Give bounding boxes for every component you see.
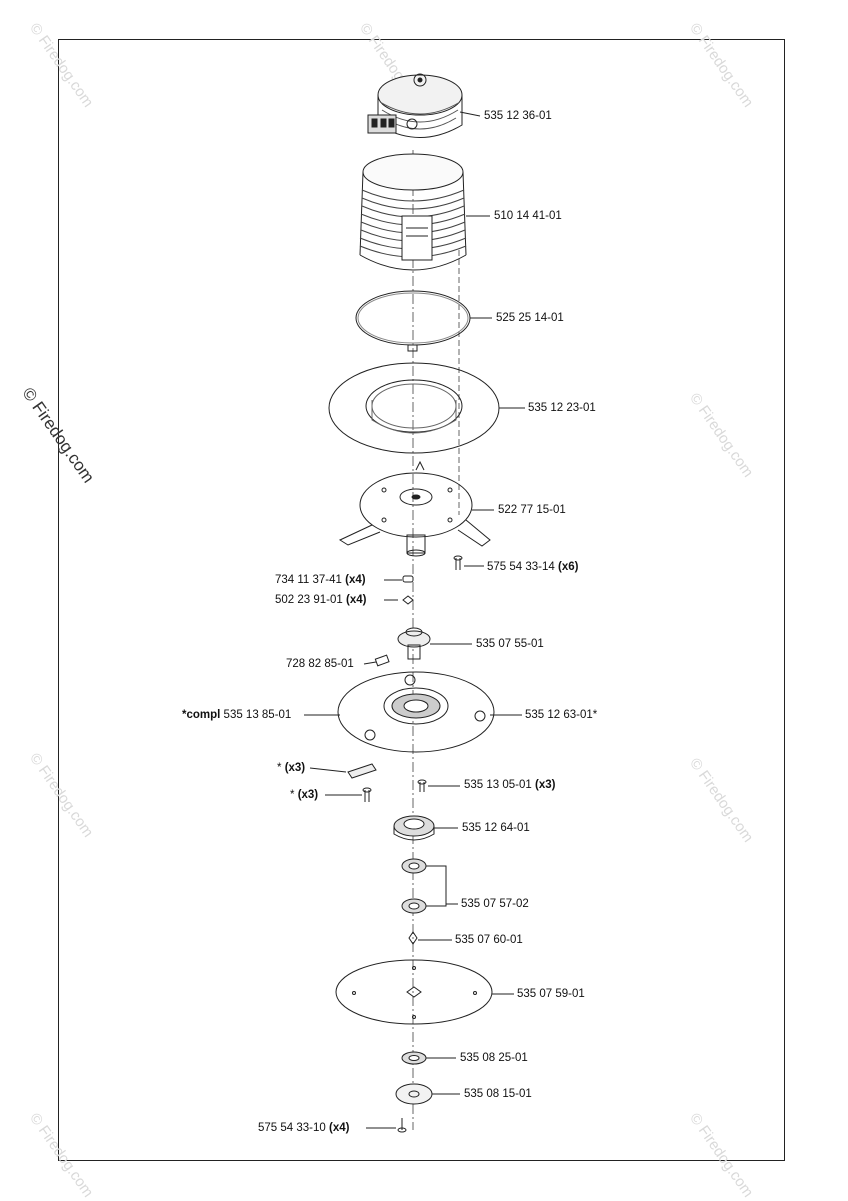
- nut-part: [402, 575, 414, 583]
- part-label: 535 08 15-01: [464, 1088, 532, 1100]
- part-label: *compl 535 13 85-01: [182, 709, 292, 721]
- bottom-screw-part: [397, 1118, 407, 1133]
- part-label: 575 54 33-10 (x4): [258, 1122, 350, 1134]
- washer-part: [402, 595, 414, 605]
- part-label: 575 54 33-14 (x6): [487, 561, 579, 573]
- motor-part: [367, 73, 463, 138]
- part-label: 510 14 41-01: [494, 210, 562, 222]
- part-label: 728 82 85-01: [286, 658, 354, 670]
- part-label: 535 12 63-01*: [525, 709, 598, 721]
- part-label: 535 07 55-01: [476, 638, 544, 650]
- part-label: 535 12 36-01: [484, 110, 552, 122]
- part-label: 535 07 59-01: [517, 988, 585, 1000]
- screw-small-part: [417, 779, 427, 792]
- part-label: 522 77 15-01: [498, 504, 566, 516]
- part-label: 535 07 60-01: [455, 934, 523, 946]
- knife-disc-part: [335, 959, 493, 1025]
- part-label: 535 07 57-02: [461, 898, 529, 910]
- part-label: * (x3): [290, 789, 319, 801]
- screw-part: [453, 555, 463, 570]
- part-label: 502 23 91-01 (x4): [275, 594, 367, 606]
- bracket-plate-part: [338, 460, 491, 557]
- part-label: 535 08 25-01: [460, 1052, 528, 1064]
- part-label: 535 12 23-01: [528, 402, 596, 414]
- part-label: * (x3): [277, 762, 306, 774]
- disc-holder-part: [337, 671, 495, 753]
- diagram-frame: [58, 39, 785, 1161]
- coil-housing-part: [359, 153, 467, 271]
- part-label: 525 25 14-01: [496, 312, 564, 324]
- cover-plate-part: [328, 362, 500, 454]
- blade-bolt-part: [362, 787, 372, 802]
- set-screw-part: [374, 654, 390, 667]
- bearing-housing-part: [393, 815, 435, 841]
- bottom-plate-part: [395, 1083, 433, 1105]
- bearing-part: [401, 858, 427, 914]
- hub-part: [397, 627, 431, 660]
- blade-part: [347, 763, 377, 779]
- part-label: 535 12 64-01: [462, 822, 530, 834]
- part-label: 535 13 05-01 (x3): [464, 779, 556, 791]
- centre-screw-part: [408, 931, 418, 945]
- part-label: 734 11 37-41 (x4): [275, 574, 366, 586]
